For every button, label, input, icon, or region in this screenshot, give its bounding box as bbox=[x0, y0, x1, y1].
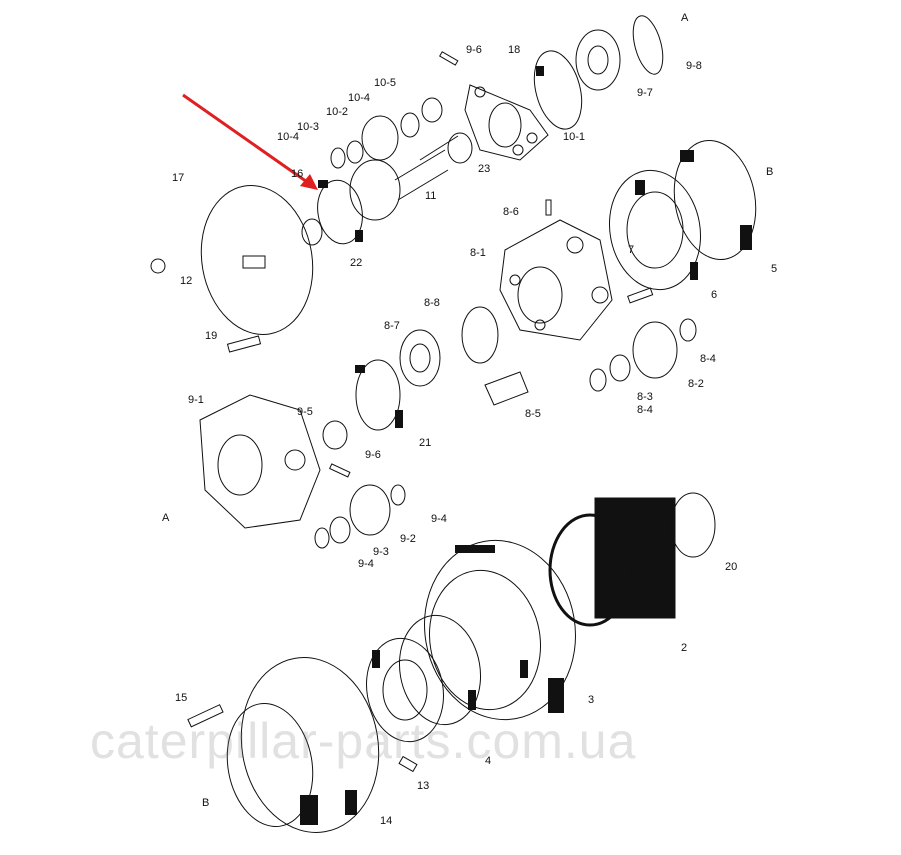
ring-16 bbox=[317, 179, 363, 245]
carrier-8-1 bbox=[499, 219, 613, 341]
label-20: 20 bbox=[725, 561, 738, 573]
label-9-2: 9-2 bbox=[400, 533, 416, 545]
bearing-9-3 bbox=[329, 516, 351, 544]
label-10-4: 10-4 bbox=[348, 92, 371, 104]
washer-10-4b bbox=[330, 147, 346, 169]
label-7: 7 bbox=[628, 244, 635, 256]
label-8-4: 8-4 bbox=[700, 353, 716, 365]
label-16: 16 bbox=[291, 168, 304, 180]
label-8-6: 8-6 bbox=[503, 206, 519, 218]
gear-10-2 bbox=[361, 115, 399, 161]
bushing-10-5 bbox=[421, 97, 443, 123]
plate-6 bbox=[608, 169, 702, 291]
shaft-23 bbox=[447, 132, 473, 164]
label-9-4b: 9-4 bbox=[358, 558, 374, 570]
arrow-head-icon bbox=[300, 174, 318, 190]
ring-18 bbox=[533, 50, 583, 130]
label-B: B bbox=[766, 166, 774, 178]
bolt-7 bbox=[627, 287, 654, 304]
ring-21 bbox=[355, 359, 401, 431]
ring-20 bbox=[670, 492, 716, 558]
bearing-10-3 bbox=[346, 140, 364, 164]
gear-9-7 bbox=[575, 29, 621, 91]
carrier-plate-10-1 bbox=[464, 84, 549, 161]
label-B-2: B bbox=[202, 797, 210, 809]
label-8-3: 8-3 bbox=[637, 391, 653, 403]
label-15: 15 bbox=[175, 692, 188, 704]
label-9-6b: 9-6 bbox=[365, 449, 381, 461]
label-10-4b: 10-4 bbox=[277, 131, 300, 143]
pin-9-6 bbox=[329, 463, 351, 478]
label-18: 18 bbox=[508, 44, 521, 56]
washer-8-4b bbox=[679, 318, 697, 342]
masking-marks bbox=[300, 66, 752, 825]
watermark: caterpillar-parts.com.ua bbox=[90, 713, 637, 769]
washer-8-4 bbox=[589, 368, 607, 392]
label-3: 3 bbox=[588, 694, 595, 706]
label-21: 21 bbox=[419, 437, 432, 449]
label-10-1: 10-1 bbox=[563, 131, 586, 143]
label-8-5: 8-5 bbox=[525, 408, 541, 420]
label-23: 23 bbox=[478, 163, 491, 175]
gear-11 bbox=[349, 159, 401, 221]
label-9-1: 9-1 bbox=[188, 394, 204, 406]
label-A: A bbox=[681, 12, 689, 24]
label-8-1: 8-1 bbox=[470, 247, 486, 259]
gear-8-2 bbox=[632, 321, 678, 379]
pin-8-6 bbox=[545, 199, 552, 216]
label-13: 13 bbox=[417, 780, 430, 792]
drum-14 bbox=[240, 657, 380, 833]
label-8-4b: 8-4 bbox=[637, 404, 653, 416]
label-11: 11 bbox=[425, 190, 437, 202]
motor-2 bbox=[594, 497, 676, 619]
washer-9-4b bbox=[390, 484, 406, 506]
bearing-8-3 bbox=[609, 354, 631, 382]
label-6: 6 bbox=[711, 289, 718, 301]
gear-9-2 bbox=[349, 484, 391, 536]
gear-8-7 bbox=[399, 329, 441, 387]
label-5: 5 bbox=[771, 263, 778, 275]
label-A-2: A bbox=[162, 512, 170, 524]
ring-8-8 bbox=[461, 306, 499, 364]
washer-10-4 bbox=[400, 112, 420, 138]
pin-9-6-top bbox=[439, 51, 459, 66]
bolt-12 bbox=[150, 258, 166, 274]
label-14: 14 bbox=[380, 815, 393, 827]
bushing-9-5 bbox=[322, 420, 348, 450]
label-9-3: 9-3 bbox=[373, 546, 389, 558]
label-22: 22 bbox=[350, 257, 363, 269]
label-19: 19 bbox=[205, 330, 218, 342]
ring-5 bbox=[673, 140, 757, 260]
washer-22 bbox=[301, 218, 323, 246]
label-10-5: 10-5 bbox=[374, 77, 397, 89]
label-9-4: 9-4 bbox=[431, 513, 447, 525]
carrier-9-1 bbox=[199, 394, 321, 529]
label-8-8: 8-8 bbox=[424, 297, 440, 309]
label-12: 12 bbox=[180, 275, 193, 287]
pin-13 bbox=[398, 755, 418, 773]
bolt-15 bbox=[187, 704, 224, 728]
hub-3 bbox=[424, 539, 576, 721]
label-8-2: 8-2 bbox=[688, 378, 704, 390]
label-9-5: 9-5 bbox=[297, 406, 313, 418]
washer-9-4 bbox=[314, 527, 330, 549]
label-8-7: 8-7 bbox=[384, 320, 400, 332]
label-9-7: 9-7 bbox=[637, 87, 653, 99]
bearing-4 bbox=[398, 614, 482, 726]
label-2: 2 bbox=[681, 642, 688, 654]
label-9-6: 9-6 bbox=[466, 44, 482, 56]
pin-8-5 bbox=[484, 371, 529, 406]
bolt-19 bbox=[226, 335, 262, 353]
label-4: 4 bbox=[485, 755, 492, 767]
label-9-8: 9-8 bbox=[686, 60, 702, 72]
label-10-2: 10-2 bbox=[326, 106, 349, 118]
label-10-3: 10-3 bbox=[297, 121, 320, 133]
label-17: 17 bbox=[172, 172, 185, 184]
plate-17 bbox=[200, 185, 314, 335]
ring-9-8 bbox=[632, 15, 664, 75]
